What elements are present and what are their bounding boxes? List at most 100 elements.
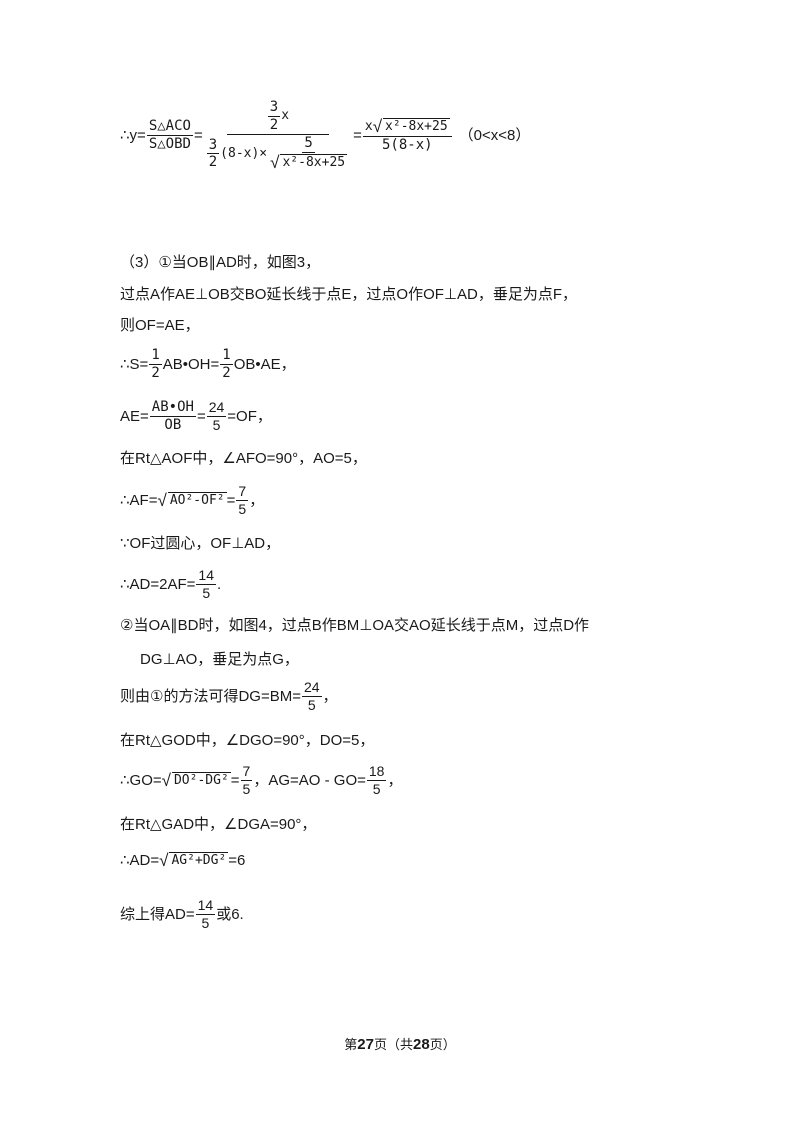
go-val-den: 5 [242, 780, 251, 797]
result-numerator: x √x²-8x+25 [362, 117, 452, 138]
sqrt-radicand: x²-8x+25 [280, 154, 348, 171]
res-radicand: x²-8x+25 [383, 118, 450, 135]
ae-equals: = [196, 407, 206, 425]
summary-value: 14 5 [195, 897, 216, 931]
num-3: 3 [267, 99, 281, 117]
go-radicand: DO²-DG² [171, 771, 231, 788]
go-val-num: 7 [240, 763, 253, 781]
area-aco: S△ACO [146, 118, 193, 137]
af-val-den: 5 [238, 500, 247, 517]
value-7-5: 7 5 [236, 483, 249, 517]
dg-val-den: 5 [307, 696, 316, 713]
half-1: 1 2 [149, 347, 162, 381]
dg-suffix: ， [322, 687, 338, 705]
val-den: 5 [212, 416, 221, 433]
res-sqrt: √x²-8x+25 [372, 117, 450, 137]
three-halves-den: 3 2 [206, 136, 220, 171]
num-3b: 3 [206, 136, 220, 155]
value-24-5: 24 5 [206, 400, 227, 433]
equals-sign: = [193, 127, 203, 145]
sqrt-expression: √x²-8x+25 [270, 153, 348, 173]
ad2-sqrt: √AG²+DG² [159, 851, 229, 870]
res-x: x [364, 118, 373, 134]
footer-total-pages: 28 [413, 1036, 430, 1053]
rt-gad-line: 在Rt△GAD中，∠DGA=90°， [120, 816, 317, 833]
af-line: ∴AF= √AO²-OF² = 7 5 ， [120, 484, 264, 516]
den-middle: (8-x)× [220, 145, 268, 161]
half-1-den: 2 [151, 364, 160, 381]
construct-line: 过点A作AE⊥OB交BO延长线于点E，过点O作OF⊥AD，垂足为点F， [120, 286, 577, 303]
footer-pre: 第 [344, 1037, 358, 1052]
value-14-5: 14 5 [196, 568, 216, 600]
domain-condition: （0<x<8） [458, 127, 531, 145]
ad1-line: ∴AD=2AF= 14 5 . [120, 568, 221, 600]
dg-value: 24 5 [301, 679, 322, 713]
case3-heading: （3）①当OB∥AD时，如图3， [120, 254, 321, 271]
go-line: ∴GO= √DO²-DG² = 7 5 ，AG=AO - GO= 18 5 ， [120, 764, 402, 796]
result-fraction: x √x²-8x+25 5(8-x) [362, 117, 452, 154]
dg-prefix: 则由①的方法可得DG=BM= [120, 687, 301, 705]
summary-val-num: 14 [195, 897, 216, 915]
of-equals-ae: 则OF=AE， [120, 317, 200, 334]
equals-sign-2: = [353, 127, 362, 145]
den-2b: 2 [208, 154, 218, 171]
area-ratio-fraction: S△ACO S△OBD [146, 118, 193, 151]
s-middle: AB•OH= [162, 355, 220, 373]
half-2-den: 2 [222, 364, 231, 381]
ad2-suffix: =6 [228, 852, 246, 869]
footer-page-number: 27 [357, 1036, 374, 1053]
go-prefix: ∴GO= [120, 771, 162, 789]
complex-fraction: 3 2 x 3 2 (8-x)× 5 √x²-8x+25 [204, 100, 352, 171]
af-equals: = [226, 491, 236, 509]
af-prefix: ∴AF= [120, 491, 158, 509]
ad1-val-num: 14 [196, 567, 216, 585]
ad1-val-den: 5 [202, 584, 211, 601]
s-suffix: OB•AE， [233, 355, 296, 373]
result-denominator: 5(8-x) [381, 137, 433, 154]
ab-oh: AB•OH [149, 399, 196, 417]
var-x: x [281, 108, 290, 124]
af-suffix: ， [249, 491, 265, 509]
go-suffix: ， [387, 771, 403, 789]
s-prefix: ∴S= [120, 355, 149, 373]
page-footer: 第27页（共28页） [0, 1034, 800, 1053]
ad2-prefix: ∴AD= [120, 852, 160, 869]
half-2-num: 1 [220, 347, 233, 365]
ae-prefix: AE= [120, 407, 149, 425]
complex-numerator: 3 2 x [226, 99, 330, 136]
rt-aof-line: 在Rt△AOF中，∠AFO=90°，AO=5， [120, 450, 367, 467]
ob: OB [164, 416, 182, 433]
ad1-suffix: . [217, 575, 222, 593]
ag-val-num: 18 [366, 763, 387, 781]
summary-val-den: 5 [201, 914, 210, 931]
dg-val-num: 24 [301, 679, 322, 697]
af-val-num: 7 [236, 483, 249, 501]
three-halves: 3 2 [267, 99, 281, 132]
rt-god-line: 在Rt△GOD中，∠DGO=90°，DO=5， [120, 732, 375, 749]
half-1-num: 1 [149, 347, 162, 365]
ad2-line: ∴AD= √AG²+DG² =6 [120, 852, 245, 869]
ag-val-den: 5 [372, 780, 381, 797]
summary-prefix: 综上得AD= [120, 905, 195, 923]
complex-denominator: 3 2 (8-x)× 5 √x²-8x+25 [204, 135, 352, 171]
ad1-prefix: ∴AD=2AF= [120, 575, 196, 593]
sqrt-den: √x²-8x+25 [268, 153, 349, 171]
go-equals: = [230, 771, 240, 789]
ad2-radicand: AG²+DG² [169, 852, 229, 868]
formula-y-ratio: ∴y= S△ACO S△OBD = 3 2 x 3 2 (8-x)× 5 [120, 100, 530, 171]
footer-post: 页） [429, 1037, 456, 1052]
summary-line: 综上得AD= 14 5 或6. [120, 898, 244, 930]
five-over-sqrt: 5 √x²-8x+25 [268, 136, 349, 171]
of-center-line: ∵OF过圆心，OF⊥AD， [120, 535, 281, 552]
case2-line-b: DG⊥AO，垂足为点G， [140, 651, 299, 668]
ag-value: 18 5 [366, 763, 387, 797]
go-value: 7 5 [240, 763, 253, 797]
ae-line: AE= AB•OH OB = 24 5 =OF， [120, 400, 272, 432]
go-sqrt: √DO²-DG² [161, 770, 231, 790]
af-radicand: AO²-OF² [167, 491, 227, 508]
ag-expression: ，AG=AO - GO= [253, 771, 366, 789]
text-therefore-y: ∴y= [120, 127, 146, 145]
summary-suffix: 或6. [216, 905, 244, 923]
dg-line: 则由①的方法可得DG=BM= 24 5 ， [120, 680, 338, 712]
